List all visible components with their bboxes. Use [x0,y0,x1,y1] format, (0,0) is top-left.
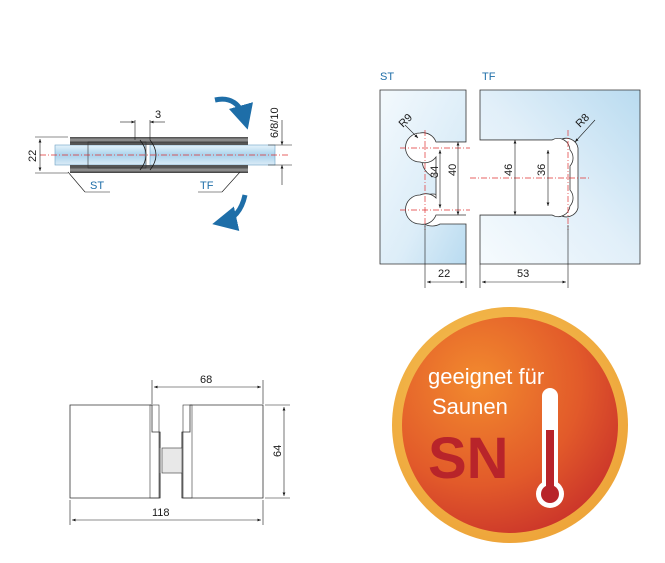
badge-line-1: geeignet für [428,364,544,389]
side-label-st: ST [90,180,104,192]
dim-height: 22 [27,150,39,162]
badge-code: SN [428,426,509,491]
plate-outline-right [181,404,264,499]
thermometer-icon [536,388,564,508]
sauna-badge: geeignet für Saunen SN [392,307,628,543]
dim-118: 118 [152,507,170,519]
clamp-plate-top [70,137,248,143]
rotate-arrow-up-icon [214,96,253,130]
dim-68: 68 [200,374,212,386]
rotate-arrow-down-icon [212,194,248,231]
clamp-plate-bottom [70,167,248,173]
badge-inner-disc [402,317,618,533]
dim-22: 22 [438,268,450,280]
dim-gap: 3 [155,109,161,121]
dim-36: 36 [536,164,548,176]
dim-34: 34 [429,166,441,178]
front-title-tf: TF [482,71,496,83]
side-label-tf: TF [200,180,214,192]
dim-64: 64 [272,445,284,457]
side-view: 3 22 6/8/10 ST TF [27,96,292,231]
plate-outline-left [69,404,161,499]
front-view: ST TF R9 R8 34 40 46 36 [379,71,641,288]
dim-46: 46 [503,164,515,176]
hinge-pin-block [161,447,183,474]
front-title-st: ST [380,71,394,83]
dim-53: 53 [517,268,529,280]
top-view: 68 64 118 [69,374,290,525]
glass-right [149,144,276,166]
dim-40: 40 [447,164,459,176]
badge-line-2: Saunen [432,394,508,419]
dim-glass-thickness: 6/8/10 [269,107,281,138]
